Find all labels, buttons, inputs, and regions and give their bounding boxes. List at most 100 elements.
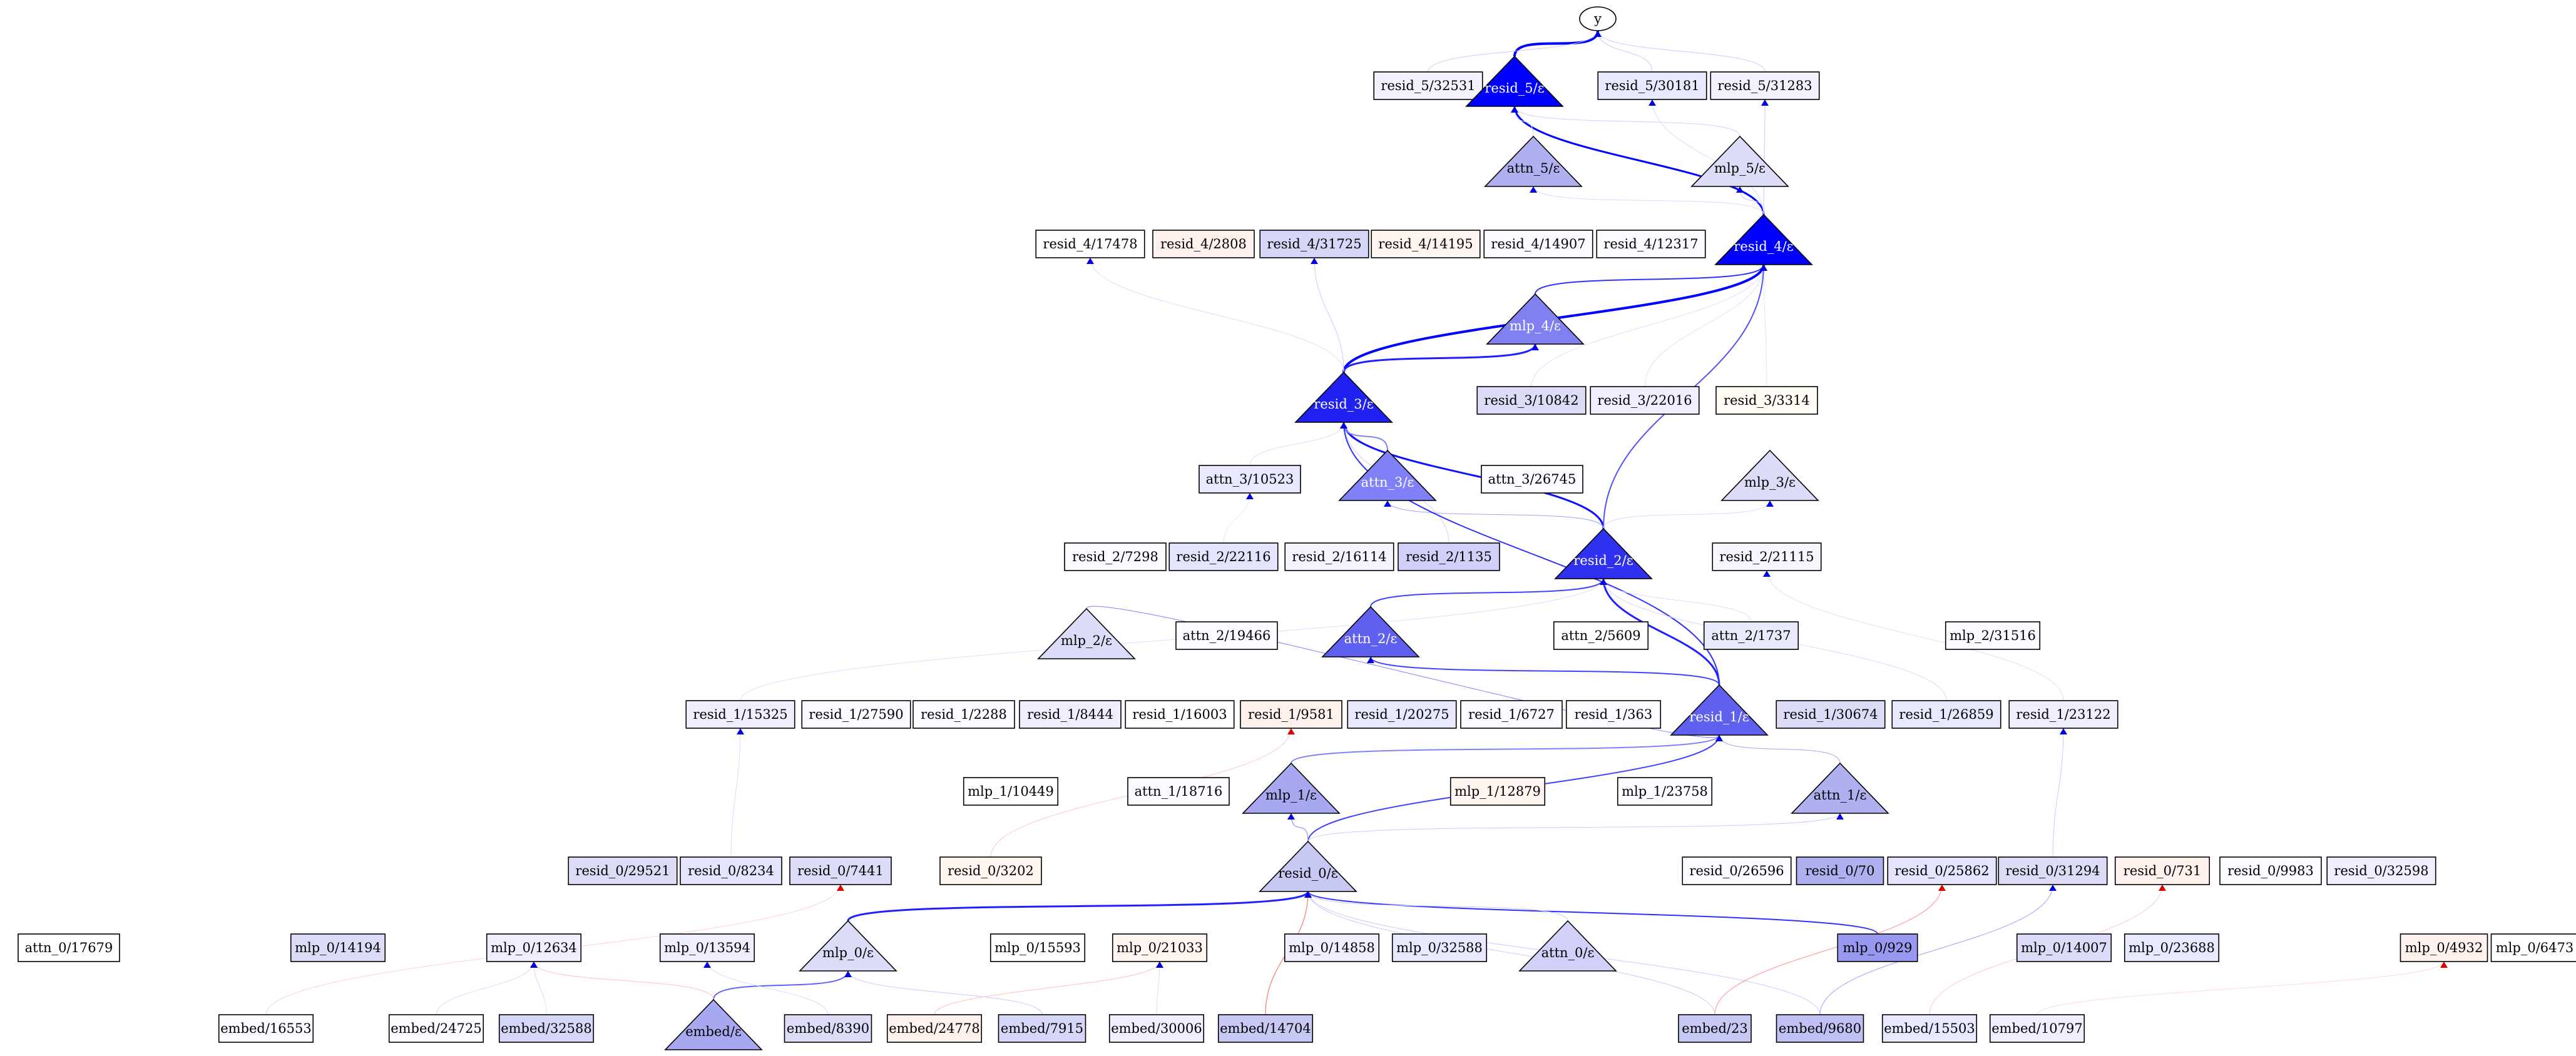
node-mlp-1-10449: mlp_1/10449 [963,777,1059,806]
edge-arrowhead [1836,813,1844,820]
feature-node-box [498,1014,595,1043]
edge-resid-2-e-to-attn-3-e [1387,500,1604,529]
feature-node-box [1391,933,1488,962]
node-resid-1-23122: resid_1/23122 [2008,700,2119,729]
error-node-triangle [1720,449,1819,501]
node-label: mlp_1/ε [1265,788,1317,803]
edge-arrowhead [1311,258,1318,264]
feature-node-box [939,856,1042,885]
feature-node-box [568,856,678,885]
node-mlp-1-e: mlp_1/ε [1242,762,1341,814]
feature-node-box [1796,856,1884,885]
feature-node-box [1108,1014,1205,1043]
node-resid-0-731: resid_0/731 [2114,856,2211,885]
node-mlp-0-15593: mlp_0/15593 [989,933,1086,962]
node-label: resid_1/15325 [693,707,787,722]
feature-node-box [1199,465,1301,494]
edge-resid-5-31283-to-y [1597,30,1766,73]
edge-resid-2-e-to-resid-3-e [1342,422,1605,529]
edge-arrowhead [530,962,538,968]
node-resid-4-2808: resid_4/2808 [1152,230,1255,258]
node-resid-1-e: resid_1/ε [1670,684,1769,736]
feature-node-box [2400,933,2488,962]
edge-arrowhead [1340,422,1347,429]
node-resid-0-9983: resid_0/9983 [2219,856,2322,885]
node-resid-0-26596: resid_0/26596 [1682,856,1792,885]
node-label: resid_0/ε [1278,866,1337,881]
node-label: embed/ε [685,1024,742,1039]
edge-embed-24725-to-mlp-0-12634 [436,961,534,1015]
node-label: resid_0/9983 [2227,863,2314,878]
edge-resid-4-e-to-mlp-5-e [1739,186,1764,215]
node-label: mlp_0/14007 [2021,940,2107,955]
edge-arrowhead [1384,500,1391,507]
edge-resid-3-22016-to-resid-4-e [1644,264,1764,387]
node-resid-2-21115: resid_2/21115 [1712,542,1822,571]
node-label: mlp_0/14858 [1289,940,1375,955]
edge-mlp-4-e-to-resid-4-e [1535,264,1764,295]
edge-embed-9680-to-resid-0-31294 [1819,884,2053,1015]
node-embed-7915: embed/7915 [998,1014,1086,1043]
node-label: resid_0/26596 [1689,863,1784,878]
node-label: attn_0/ε [1541,945,1595,960]
node-label: resid_0/7441 [797,863,884,878]
node-label: resid_1/20275 [1354,707,1449,722]
edge-arrowhead [1715,735,1723,741]
node-resid-2-1135: resid_2/1135 [1398,542,1500,571]
feature-node-box [1590,386,1700,415]
node-label: resid_4/2808 [1160,236,1247,251]
feature-node-box [1019,700,1122,729]
node-label: resid_2/ε [1573,553,1633,568]
feature-node-box [1483,230,1593,258]
edge-resid-2-e-to-mlp-3-e [1603,500,1771,529]
node-resid-1-8444: resid_1/8444 [1019,700,1122,729]
node-label: resid_5/31283 [1717,78,1812,93]
edge-resid-1-23122-to-resid-2-21115 [1766,570,2064,701]
feature-node-box [2114,856,2211,885]
node-resid-0-29521: resid_0/29521 [568,856,678,885]
node-label: mlp_0/15593 [994,940,1081,955]
error-node-triangle [1259,840,1357,892]
error-node-triangle [1037,607,1136,659]
node-label: resid_0/29521 [575,863,670,878]
feature-node-box [1887,856,1997,885]
node-resid-2-16114: resid_2/16114 [1284,542,1394,571]
edge-resid-3-e-to-mlp-4-e [1342,343,1536,373]
node-resid-1-363: resid_1/363 [1565,700,1662,729]
node-resid-0-25862: resid_0/25862 [1887,856,1997,885]
feature-node-box [1553,621,1649,650]
node-mlp-3-e: mlp_3/ε [1720,449,1819,501]
node-label: resid_1/16003 [1132,707,1227,722]
node-label: resid_2/16114 [1292,549,1386,564]
node-mlp-1-12879: mlp_1/12879 [1449,777,1546,806]
node-mlp-0-12634: mlp_0/12634 [486,933,582,962]
edge-embed-e-to-mlp-0-e [713,970,849,1000]
node-label: mlp_1/12879 [1454,784,1541,799]
error-node-triangle [1294,371,1393,423]
edge-mlp-1-e-to-resid-1-e [1291,734,1720,764]
edge-resid-0-8234-to-resid-1-15325 [730,728,741,858]
feature-node-box [1837,933,1918,962]
node-embed-9680: embed/9680 [1776,1014,1864,1043]
node-label: mlp_2/ε [1061,633,1112,648]
node-label: embed/14704 [1220,1021,1311,1036]
node-label: attn_5/ε [1507,161,1560,176]
edge-arrowhead [1766,500,1774,507]
node-mlp-0-4932: mlp_0/4932 [2400,933,2488,962]
feature-node-box [1678,1014,1752,1043]
edge-embed-30006-to-mlp-0-21033 [1156,961,1160,1015]
error-node-triangle [1690,135,1789,187]
edge-arrowhead [2159,885,2166,891]
node-label: mlp_0/23688 [2129,940,2215,955]
node-label: resid_0/25862 [1894,863,1989,878]
node-label: resid_0/32598 [2334,863,2428,878]
node-mlp-0-14194: mlp_0/14194 [290,933,386,962]
node-mlp-0-929: mlp_0/929 [1837,933,1918,962]
error-node-triangle [664,998,763,1050]
edge-resid-3-10842-to-resid-4-e [1531,264,1764,387]
feature-node-box [784,1014,872,1043]
feature-node-box [989,933,1086,962]
edge-resid-3-e-to-resid-4-17478 [1090,257,1344,373]
edge-embed-10797-to-mlp-0-4932 [2037,961,2445,1015]
